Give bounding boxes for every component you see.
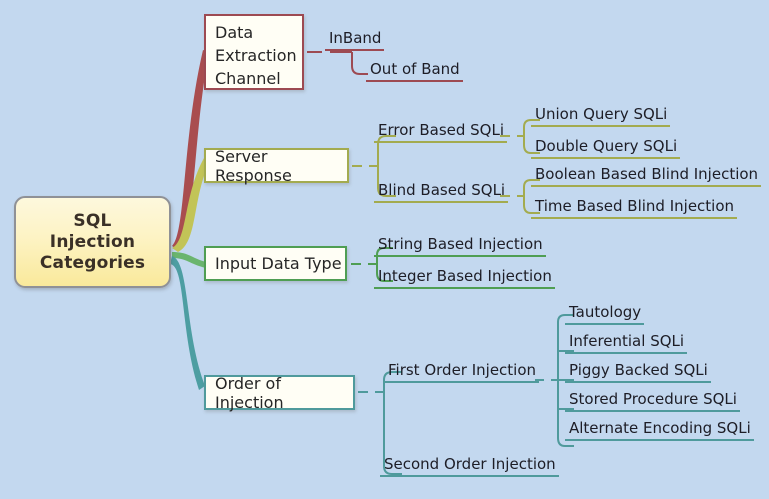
leaf-inferential-sqli[interactable]: Inferential SQLi: [565, 332, 688, 354]
branch-label-line-1: Data: [215, 23, 254, 42]
leaf-tautology[interactable]: Tautology: [565, 303, 645, 325]
leaf-stored-procedure-sqli[interactable]: Stored Procedure SQLi: [565, 390, 740, 412]
leaf-alternate-encoding-sqli[interactable]: Alternate Encoding SQLi: [565, 419, 754, 441]
root-label-line-1: SQL: [73, 210, 112, 231]
root-label-line-3: Categories: [39, 252, 146, 273]
branch-node-data-extraction-channel[interactable]: Data Extraction Channel: [204, 14, 304, 90]
leaf-string-based-injection[interactable]: String Based Injection: [374, 235, 546, 257]
leaf-time-based-blind-injection[interactable]: Time Based Blind Injection: [531, 197, 738, 219]
leaf-piggy-backed-sqli[interactable]: Piggy Backed SQLi: [565, 361, 711, 383]
leaf-out-of-band[interactable]: Out of Band: [366, 60, 463, 82]
node-second-order-injection[interactable]: Second Order Injection: [380, 455, 559, 477]
branch-node-server-response[interactable]: Server Response: [204, 147, 349, 185]
branch-label-line-2: Extraction: [215, 46, 297, 65]
root-node[interactable]: SQL Injection Categories: [14, 196, 171, 288]
node-first-order-injection[interactable]: First Order Injection: [384, 361, 540, 383]
curve-input-data-type: [172, 252, 206, 268]
node-error-based-sqli[interactable]: Error Based SQLi: [374, 121, 507, 143]
curve-order-of-injection: [170, 256, 205, 390]
branch-label-line-3: Channel: [215, 69, 281, 88]
leaf-union-query-sqli[interactable]: Union Query SQLi: [531, 105, 671, 127]
bracket-data-extraction-children: [307, 51, 368, 75]
leaf-boolean-based-blind-injection[interactable]: Boolean Based Blind Injection: [531, 165, 762, 187]
leaf-inband[interactable]: InBand: [325, 29, 385, 51]
branch-node-input-data-type[interactable]: Input Data Type: [204, 246, 347, 281]
leaf-integer-based-injection[interactable]: Integer Based Injection: [374, 267, 555, 289]
root-node-label: SQL Injection Categories: [40, 211, 145, 274]
branch-node-order-of-injection[interactable]: Order of Injection: [204, 374, 355, 412]
node-blind-based-sqli[interactable]: Blind Based SQLi: [374, 181, 509, 203]
root-label-line-2: Injection: [49, 231, 136, 252]
leaf-double-query-sqli[interactable]: Double Query SQLi: [531, 137, 681, 159]
